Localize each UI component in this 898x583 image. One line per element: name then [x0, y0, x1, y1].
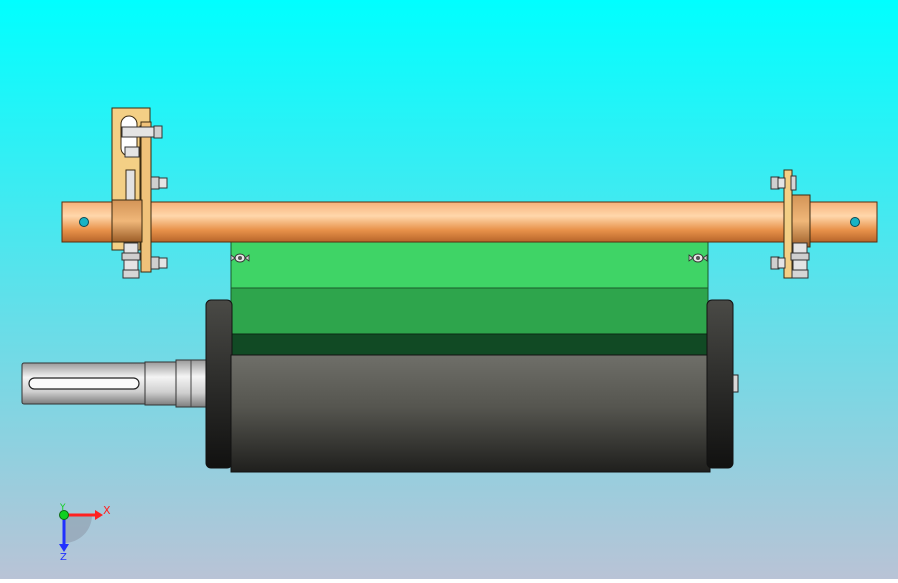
- drum-shell: [230, 354, 711, 473]
- axis-z-label: Z: [60, 552, 67, 563]
- wing-nut-right: [688, 253, 708, 263]
- shaft-hole-right: [850, 217, 860, 227]
- coordinate-triad: X Z Y: [59, 503, 111, 563]
- axis-z-arrow-icon: [59, 544, 69, 552]
- drum-pulley[interactable]: [205, 299, 739, 473]
- drum-left-end-cap: [205, 299, 233, 469]
- scraper-blade-top-face: [230, 241, 709, 289]
- support-shaft[interactable]: [61, 201, 878, 243]
- shaft-hole-left: [79, 217, 89, 227]
- drive-shaft[interactable]: [21, 359, 207, 408]
- triad-shadow: [64, 515, 92, 543]
- nut-icon: [790, 242, 810, 279]
- wing-nut-left: [230, 253, 250, 263]
- bracket-clamp-plate: [140, 121, 152, 273]
- axis-y-label: Y: [59, 503, 66, 513]
- bolt-icon: [124, 146, 140, 158]
- axis-x-label: X: [103, 504, 111, 517]
- axis-y-dot: [59, 510, 69, 520]
- scraper-blade[interactable]: [230, 241, 709, 356]
- nut-icon: [150, 256, 168, 270]
- nut-icon: [770, 175, 797, 191]
- bracket-clamp-plate: [783, 169, 793, 279]
- nut-icon: [121, 242, 141, 279]
- scraper-blade-edge: [230, 333, 709, 356]
- drum-right-end-cap: [706, 299, 734, 469]
- drum-right-stub: [732, 374, 739, 393]
- drive-shaft-step: [144, 361, 178, 406]
- left-mounting-bracket[interactable]: [111, 107, 168, 279]
- support-shaft-body: [61, 201, 878, 243]
- keyway-slot: [28, 377, 140, 390]
- scraper-blade-mid-face: [230, 287, 709, 335]
- bracket-collar: [111, 199, 143, 243]
- bolt-icon: [121, 125, 163, 139]
- axis-x-arrow-icon: [95, 510, 103, 520]
- nut-icon: [770, 256, 786, 270]
- bracket-slot-lower: [125, 169, 136, 201]
- nut-icon: [150, 176, 168, 190]
- right-mounting-bracket[interactable]: [770, 169, 811, 279]
